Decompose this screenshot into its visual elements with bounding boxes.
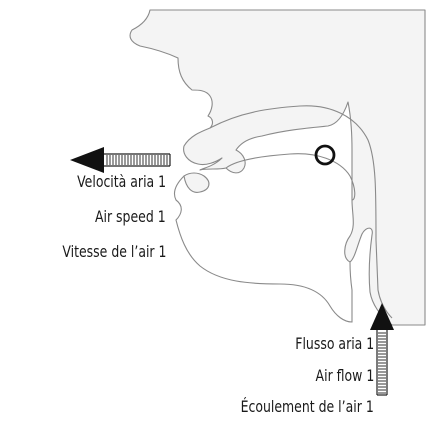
- air-speed-arrow-hatch: [107, 155, 167, 165]
- head-profile-outline: [130, 10, 425, 325]
- air-flow-arrow-hatch: [378, 333, 386, 393]
- air-flow-label-en: Air flow 1: [315, 366, 374, 385]
- air-speed-label-it: Velocità aria 1: [77, 172, 166, 191]
- air-flow-label-it: Flusso aria 1: [295, 334, 374, 353]
- air-speed-arrow-head: [70, 147, 104, 173]
- lower-jaw-outline: [174, 176, 352, 322]
- air-speed-label-en: Air speed 1: [95, 207, 166, 226]
- air-speed-label-fr: Vitesse de l’air 1: [62, 242, 166, 261]
- sensor-circle: [316, 146, 334, 164]
- lower-lip-outline: [184, 173, 209, 192]
- air-flow-label-fr: Écoulement de l’air 1: [241, 397, 374, 416]
